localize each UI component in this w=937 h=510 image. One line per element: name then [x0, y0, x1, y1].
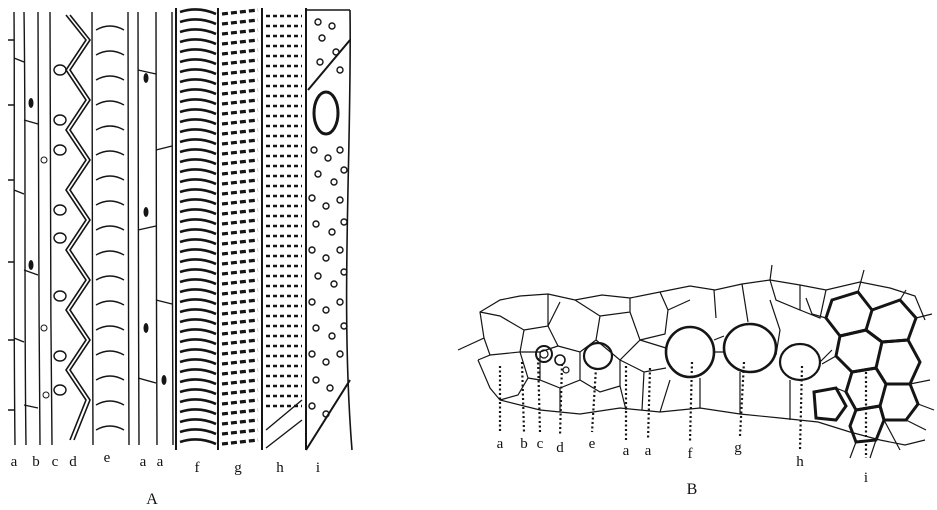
- panel-b-label-f: f: [688, 446, 693, 462]
- panel-b-cell-network: [458, 265, 934, 458]
- panel-a-label-a2: a: [140, 454, 147, 470]
- panel-a-labels: a b c d e a a f g h i A: [11, 450, 320, 508]
- panel-a-spiral-vessel: [66, 15, 90, 440]
- panel-a-starch-parenchyma: [306, 10, 352, 450]
- panel-a-label-d: d: [69, 454, 77, 470]
- panel-b-label-h: h: [796, 454, 804, 470]
- panel-a-label-a1: a: [11, 454, 18, 470]
- panel-b-transverse-section: a b c d e a a f g h i B: [458, 265, 934, 498]
- panel-a-label-c: c: [52, 454, 59, 470]
- panel-a-label-i: i: [316, 460, 320, 476]
- panel-a-label-f: f: [195, 460, 200, 476]
- panel-a-reticulate-vessel: [96, 26, 124, 430]
- panel-a-nuclei: [29, 73, 167, 398]
- panel-b-label-a1: a: [497, 436, 504, 452]
- panel-a-annular-vessel: [54, 65, 66, 395]
- panel-b-caption: B: [687, 481, 698, 498]
- panel-b-leader-lines: [500, 358, 866, 458]
- panel-a-label-g: g: [234, 460, 242, 476]
- panel-b-label-c: c: [537, 436, 544, 452]
- panel-b-label-d: d: [556, 440, 564, 456]
- panel-b-label-a3: a: [645, 443, 652, 459]
- panel-b-label-i: i: [864, 470, 868, 486]
- panel-a-label-b: b: [32, 454, 40, 470]
- panel-b-label-e: e: [589, 436, 596, 452]
- panel-a-label-h: h: [276, 460, 284, 476]
- panel-a-phloem-strip: [266, 16, 302, 448]
- panel-b-label-b: b: [520, 436, 528, 452]
- panel-a-label-a3: a: [157, 454, 164, 470]
- panel-b-labels: a b c d e a a f g h i B: [497, 436, 868, 498]
- panel-a-longitudinal-section: a b c d e a a f g h i A: [8, 8, 352, 508]
- panel-a-caption: A: [146, 491, 158, 508]
- panel-b-label-g: g: [734, 440, 742, 456]
- panel-b-label-a2: a: [623, 443, 630, 459]
- panel-a-label-e: e: [104, 450, 111, 466]
- panel-a-fiber-bundle: [176, 8, 306, 450]
